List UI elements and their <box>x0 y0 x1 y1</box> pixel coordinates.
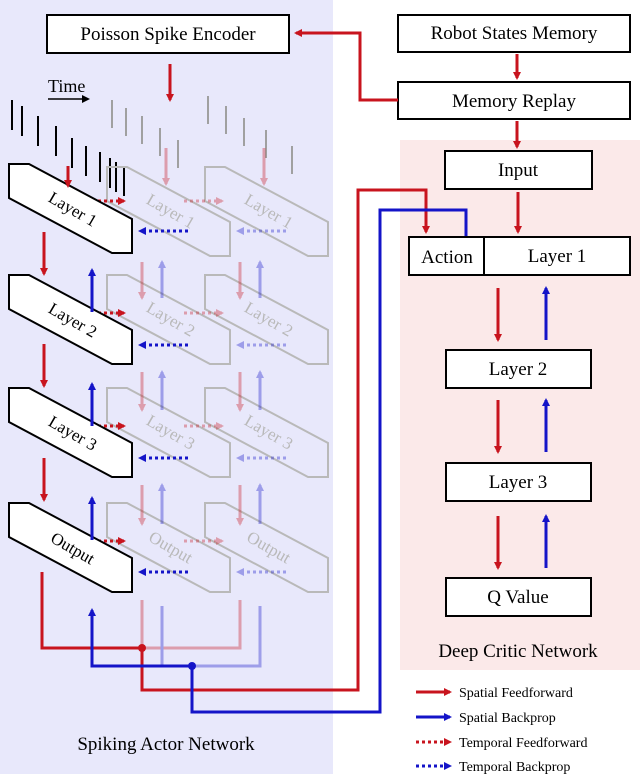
actor-layer-3: Layer 3 <box>8 387 133 478</box>
actor-output-layer: Output <box>8 502 133 593</box>
replay-to-encoder-arrow <box>294 29 398 102</box>
q-value-box: Q Value <box>445 577 592 617</box>
memory-replay-box: Memory Replay <box>397 81 631 120</box>
critic-layer2-3-arrows <box>494 398 550 454</box>
critic-layer2-box: Layer 2 <box>445 349 592 389</box>
legend-temporal-backprop-label: Temporal Backprop <box>459 760 570 774</box>
actor-critic-connection-lines <box>40 188 468 714</box>
legend-spatial-feedforward-label: Spatial Feedforward <box>459 686 573 701</box>
poisson-spike-encoder-box: Poisson Spike Encoder <box>46 14 290 54</box>
actor-title: Spiking Actor Network <box>77 734 255 755</box>
temporal-backprop-arrows <box>138 227 188 576</box>
spike-train-faded <box>111 96 293 174</box>
critic-layer1-box: Action Layer 1 <box>408 236 631 276</box>
temporal-feedforward-arrows-faded <box>184 197 224 545</box>
critic-input-box: Input <box>444 150 593 190</box>
faded-layers-t3 <box>204 166 329 593</box>
poisson-spike-encoder-label: Poisson Spike Encoder <box>80 24 256 45</box>
critic-layer3-label: Layer 3 <box>489 472 548 493</box>
legend-temporal-feedforward-label: Temporal Feedforward <box>459 736 587 751</box>
critic-input-label: Input <box>498 160 539 181</box>
robot-states-memory-label: Robot States Memory <box>431 23 598 44</box>
blue-junction-dot <box>188 662 196 670</box>
critic-layer3-q-arrows <box>494 514 550 570</box>
faded-layers-t2 <box>106 166 231 593</box>
legend: Spatial Feedforward Spatial Backprop Tem… <box>416 686 587 774</box>
memory-replay-label: Memory Replay <box>452 91 577 112</box>
critic-layer1-2-arrows <box>494 286 550 342</box>
red-junction-dot <box>138 644 146 652</box>
critic-layer3-box: Layer 3 <box>445 462 592 502</box>
critic-layer2-label: Layer 2 <box>489 359 548 380</box>
critic-layer1-label: Layer 1 <box>528 246 587 267</box>
legend-spatial-backprop-label: Spatial Backprop <box>459 711 556 726</box>
critic-title: Deep Critic Network <box>438 641 598 662</box>
temporal-backprop-arrows-faded <box>236 227 286 576</box>
actor-network-background <box>0 0 333 774</box>
critic-action-label: Action <box>421 247 473 268</box>
actor-spatial-arrows <box>40 166 96 540</box>
robot-states-memory-box: Robot States Memory <box>397 14 631 53</box>
time-label: Time <box>48 76 85 96</box>
q-value-label: Q Value <box>487 587 548 608</box>
